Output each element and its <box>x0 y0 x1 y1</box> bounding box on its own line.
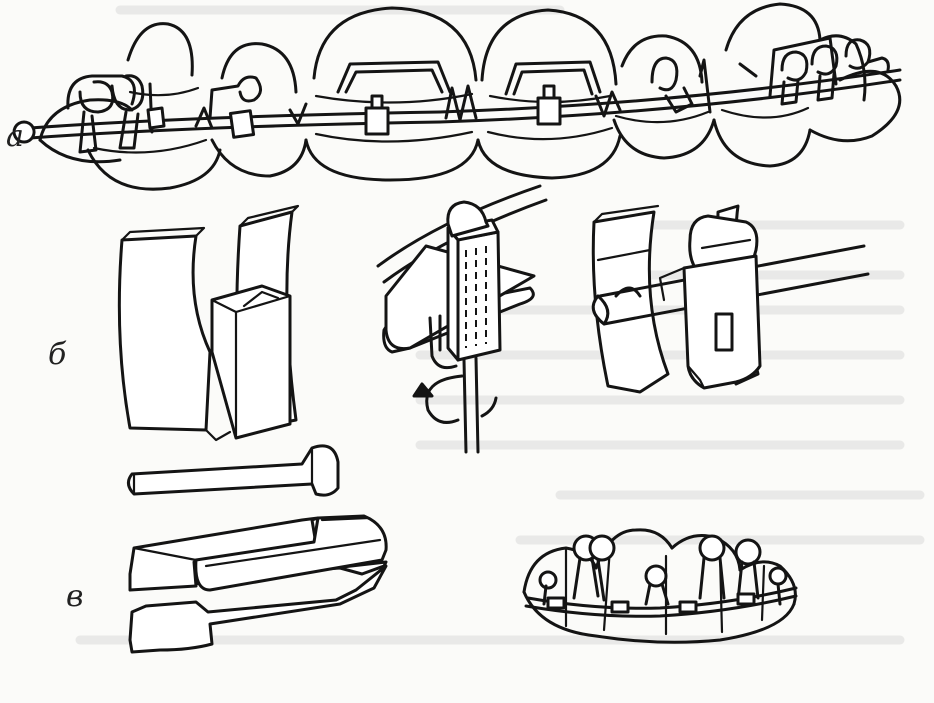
panel-b: б <box>48 184 870 497</box>
locking-pin <box>127 444 340 497</box>
panel-v: в <box>66 514 798 654</box>
label-b: б <box>48 337 67 372</box>
label-a: а <box>6 119 24 154</box>
assembled-bracket <box>591 204 870 394</box>
plate-components <box>128 514 388 654</box>
bracket-base-with-channel <box>117 204 300 442</box>
panel-a-dental-arch: а <box>6 2 902 191</box>
archwire-loops <box>538 534 788 606</box>
label-v: в <box>66 579 83 614</box>
small-arch-assembly <box>522 528 798 644</box>
bracket-on-archwire <box>376 184 548 454</box>
